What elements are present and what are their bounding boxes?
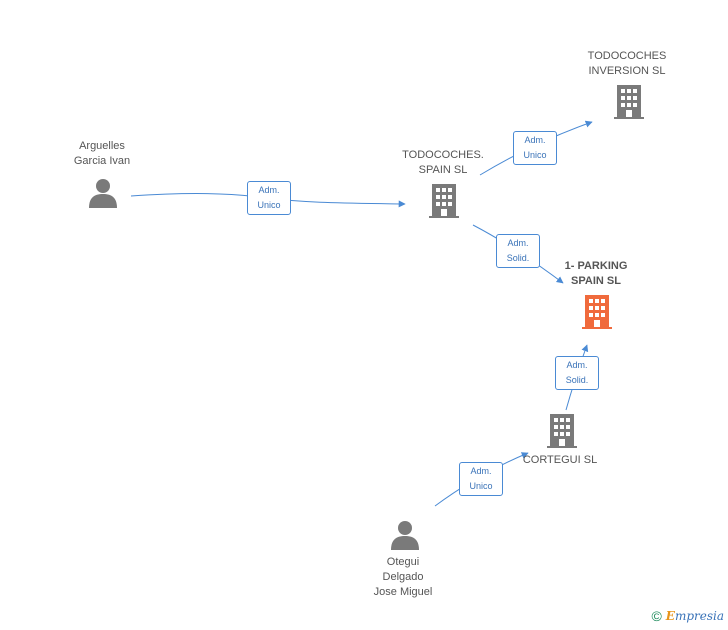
building-icon[interactable] xyxy=(582,295,612,329)
edge-label-adm-unico[interactable]: Adm. Unico xyxy=(247,181,291,215)
person-icon[interactable] xyxy=(88,178,118,208)
edge-label-adm-unico[interactable]: Adm. Unico xyxy=(513,131,557,165)
building-icon[interactable] xyxy=(614,85,644,119)
building-icon[interactable] xyxy=(429,184,459,218)
edge-label-adm-unico[interactable]: Adm. Unico xyxy=(459,462,503,496)
empresia-watermark: © Empresia xyxy=(651,608,724,624)
node-label-todocoches-spain[interactable]: TODOCOCHES. SPAIN SL xyxy=(402,149,484,176)
node-label-cortegui[interactable]: CORTEGUI SL xyxy=(522,454,598,466)
brand-logo: Empresia xyxy=(665,609,724,623)
node-label-arguelles[interactable]: Arguelles Garcia Ivan xyxy=(73,140,131,167)
node-label-parking-spain[interactable]: 1- PARKING SPAIN SL xyxy=(564,260,628,287)
edge-label-adm-solid[interactable]: Adm. Solid. xyxy=(555,356,599,390)
person-icon[interactable] xyxy=(390,520,420,550)
edge-label-adm-solid[interactable]: Adm. Solid. xyxy=(496,234,540,268)
node-label-otegui[interactable]: Otegui Delgado Jose Miguel xyxy=(373,556,433,598)
copyright-icon: © xyxy=(651,608,662,624)
node-label-todocoches-inversion[interactable]: TODOCOCHES INVERSION SL xyxy=(587,50,667,77)
building-icon[interactable] xyxy=(547,414,577,448)
